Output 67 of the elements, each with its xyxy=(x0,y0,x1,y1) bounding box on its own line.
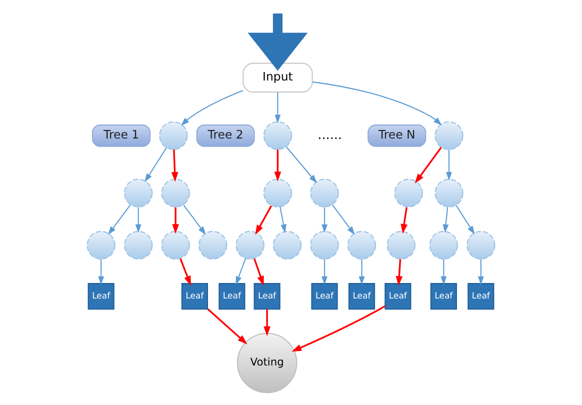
arrow xyxy=(322,207,328,233)
node-box: Tree 2 xyxy=(196,124,255,147)
node-box: Leaf xyxy=(468,283,494,310)
node-circle xyxy=(386,230,416,260)
arrow xyxy=(254,258,264,286)
node-box: Leaf xyxy=(254,283,280,310)
arrow xyxy=(248,14,308,71)
node-box: Leaf xyxy=(430,283,457,310)
node-circle xyxy=(161,178,190,208)
node-box: Leaf xyxy=(348,283,376,310)
node-circle xyxy=(198,230,228,260)
arrow xyxy=(312,81,442,126)
arrow xyxy=(236,258,246,285)
arrow xyxy=(478,259,484,285)
node-box: Leaf xyxy=(181,283,208,310)
arrow xyxy=(172,207,179,234)
arrow xyxy=(396,259,403,286)
node-box: Leaf xyxy=(88,283,114,310)
node-circle xyxy=(159,121,188,150)
node-box: Tree 1 xyxy=(92,124,151,147)
node-circle xyxy=(434,121,464,150)
node-circle xyxy=(434,178,464,208)
arrow xyxy=(358,259,365,285)
arrow xyxy=(135,207,142,233)
node-box: Leaf xyxy=(311,283,338,310)
arrow xyxy=(332,204,355,235)
node-circle xyxy=(394,178,423,208)
arrow xyxy=(144,147,167,182)
node-circle xyxy=(263,178,292,208)
arrow xyxy=(180,90,244,126)
arrow xyxy=(180,258,192,286)
node-circle xyxy=(310,178,339,208)
arrow xyxy=(292,305,386,352)
node-circle xyxy=(124,178,153,208)
arrow xyxy=(286,146,318,184)
node-circle xyxy=(263,121,292,150)
node-box: Leaf xyxy=(384,283,412,310)
node-circle xyxy=(124,230,153,260)
node-circle xyxy=(236,230,264,260)
node-circle xyxy=(86,230,116,260)
arrow xyxy=(264,309,270,336)
arrow xyxy=(442,207,449,233)
arrow xyxy=(446,150,452,181)
label: ...... xyxy=(318,128,342,143)
arrow xyxy=(98,259,104,285)
node-box: Leaf xyxy=(218,283,246,310)
arrow xyxy=(274,92,281,124)
arrow xyxy=(414,146,442,184)
arrow xyxy=(440,259,447,285)
arrow xyxy=(207,308,248,344)
arrow xyxy=(274,150,282,182)
node-circle xyxy=(272,230,302,260)
node-circle xyxy=(310,230,339,260)
arrow xyxy=(322,259,328,285)
arrow xyxy=(183,204,206,235)
arrow xyxy=(171,150,178,182)
node-circle xyxy=(161,230,190,260)
arrow xyxy=(280,206,286,233)
node-circle xyxy=(347,230,376,260)
arrow xyxy=(456,205,475,234)
node-box: Input xyxy=(242,62,313,93)
node-box: Tree N xyxy=(368,124,426,147)
node-circle xyxy=(429,230,458,260)
arrow xyxy=(108,204,131,235)
arrow xyxy=(255,205,272,235)
node-circle xyxy=(466,230,496,260)
arrow xyxy=(400,207,408,234)
